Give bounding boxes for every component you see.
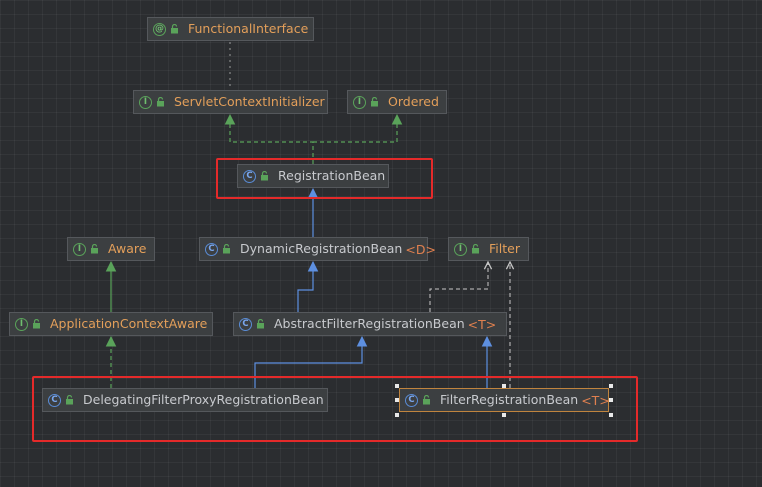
class-icon: C bbox=[405, 393, 418, 407]
node-ordered[interactable]: I Ordered bbox=[347, 90, 447, 114]
node-label: Aware bbox=[108, 241, 147, 256]
interface-icon: I bbox=[139, 95, 152, 109]
generic-type-label: <D> bbox=[405, 241, 436, 257]
node-delegating-filter-proxy-registration-bean[interactable]: C DelegatingFilterProxyRegistrationBean bbox=[42, 388, 328, 412]
interface-icon: I bbox=[353, 95, 366, 109]
selection-handle[interactable] bbox=[609, 398, 613, 402]
node-label: ServletContextInitializer bbox=[174, 94, 325, 109]
class-icon: C bbox=[243, 169, 256, 183]
edge-abstract-implements-filter bbox=[429, 262, 488, 312]
node-filter[interactable]: I Filter bbox=[448, 237, 529, 261]
node-dynamic-registration-bean[interactable]: C DynamicRegistrationBean<D> bbox=[199, 237, 436, 261]
node-functional-interface[interactable]: @ FunctionalInterface bbox=[147, 17, 314, 41]
interface-icon: I bbox=[15, 317, 28, 331]
node-application-context-aware[interactable]: I ApplicationContextAware bbox=[9, 312, 213, 336]
node-label: Filter bbox=[489, 241, 520, 256]
lock-icon bbox=[370, 97, 379, 107]
selection-handle[interactable] bbox=[395, 384, 399, 388]
edge-abstract-extends-dynamic bbox=[297, 260, 319, 312]
edge-registration-bean-implements-sci bbox=[224, 113, 314, 164]
class-icon: C bbox=[239, 317, 252, 331]
lock-icon bbox=[90, 244, 99, 254]
node-label: Ordered bbox=[388, 94, 439, 109]
lock-icon bbox=[422, 395, 431, 405]
generic-type-label: <T> bbox=[581, 392, 610, 408]
node-filter-registration-bean[interactable]: C FilterRegistrationBean<T> bbox=[399, 388, 610, 412]
selection-handle[interactable] bbox=[609, 384, 613, 388]
lock-icon bbox=[65, 395, 74, 405]
selection-handle[interactable] bbox=[395, 413, 399, 417]
node-label: RegistrationBean bbox=[278, 168, 386, 183]
node-label: FunctionalInterface bbox=[188, 21, 309, 36]
edge-delegating-extends-abstract bbox=[254, 335, 368, 388]
node-label: DynamicRegistrationBean bbox=[240, 241, 403, 256]
lock-icon bbox=[260, 171, 269, 181]
node-label: FilterRegistrationBean bbox=[440, 392, 579, 407]
interface-icon: I bbox=[73, 242, 86, 256]
edge-registration-bean-implements-ordered bbox=[313, 113, 403, 143]
node-servlet-context-initializer[interactable]: I ServletContextInitializer bbox=[133, 90, 328, 114]
node-registration-bean[interactable]: C RegistrationBean bbox=[237, 164, 389, 188]
lock-icon bbox=[170, 24, 179, 34]
generic-type-label: <T> bbox=[467, 316, 497, 332]
lock-icon bbox=[222, 244, 231, 254]
lock-icon bbox=[256, 319, 265, 329]
class-icon: C bbox=[205, 242, 218, 256]
class-icon: C bbox=[48, 393, 61, 407]
node-abstract-filter-registration-bean[interactable]: C AbstractFilterRegistrationBean<T> bbox=[233, 312, 507, 336]
selection-handle[interactable] bbox=[502, 413, 506, 417]
annotation-type-icon: @ bbox=[153, 22, 166, 36]
lock-icon bbox=[471, 244, 480, 254]
lock-icon bbox=[156, 97, 165, 107]
interface-icon: I bbox=[454, 242, 467, 256]
selection-handle[interactable] bbox=[502, 384, 506, 388]
node-label: ApplicationContextAware bbox=[50, 316, 208, 331]
node-label: AbstractFilterRegistrationBean bbox=[274, 316, 465, 331]
selection-handle[interactable] bbox=[395, 398, 399, 402]
node-aware[interactable]: I Aware bbox=[67, 237, 155, 261]
node-label: DelegatingFilterProxyRegistrationBean bbox=[83, 392, 324, 407]
selection-handle[interactable] bbox=[609, 413, 613, 417]
lock-icon bbox=[32, 319, 41, 329]
